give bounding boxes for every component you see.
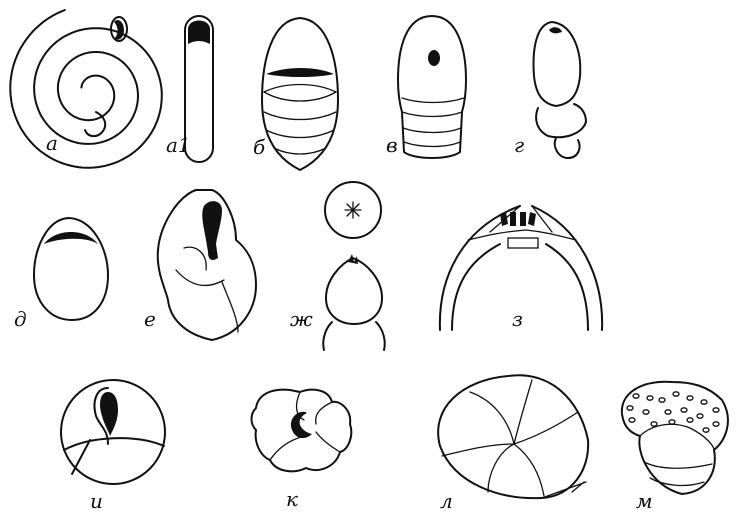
label-a: а: [46, 131, 58, 155]
pore: [673, 392, 679, 396]
specimen-zh-chambers: [323, 254, 384, 350]
specimen-d-test: [34, 218, 108, 320]
pore: [681, 408, 687, 412]
specimen-e-chambers: [158, 190, 256, 340]
pore: [669, 420, 675, 424]
label-a1: а1: [166, 133, 191, 157]
pore: [703, 428, 709, 432]
specimen-v-chambers: [398, 16, 466, 158]
label-k: к: [286, 487, 298, 511]
pore: [647, 396, 653, 400]
pore: [697, 414, 703, 418]
pore: [643, 410, 649, 414]
label-m: м: [636, 489, 653, 513]
label-e: е: [144, 307, 156, 331]
pore: [713, 408, 719, 412]
pore: [713, 422, 719, 426]
label-v: в: [386, 133, 398, 157]
pore: [687, 396, 693, 400]
label-g: г: [514, 133, 524, 157]
pore: [633, 394, 639, 398]
label-b: б: [253, 135, 266, 159]
specimen-l-chambers: [438, 375, 588, 498]
pore: [687, 418, 693, 422]
label-d: д: [14, 307, 27, 331]
specimen-a-spiral: [10, 10, 162, 168]
pore: [627, 406, 633, 410]
pore: [701, 400, 707, 404]
pore: [629, 418, 635, 422]
specimen-zh-aperture: [325, 182, 381, 238]
specimen-m-chambers: [622, 382, 728, 494]
specimen-k-chambers: [252, 390, 352, 472]
label-z: з: [512, 307, 523, 331]
pore: [651, 422, 657, 426]
specimen-i-view: [61, 380, 165, 484]
specimen-b-chambers: [262, 18, 338, 170]
label-l: л: [440, 489, 453, 513]
pore: [659, 398, 665, 402]
pore: [665, 410, 671, 414]
specimen-g-chambers: [534, 22, 586, 158]
label-zh: ж: [290, 307, 313, 331]
label-i: и: [90, 489, 103, 513]
